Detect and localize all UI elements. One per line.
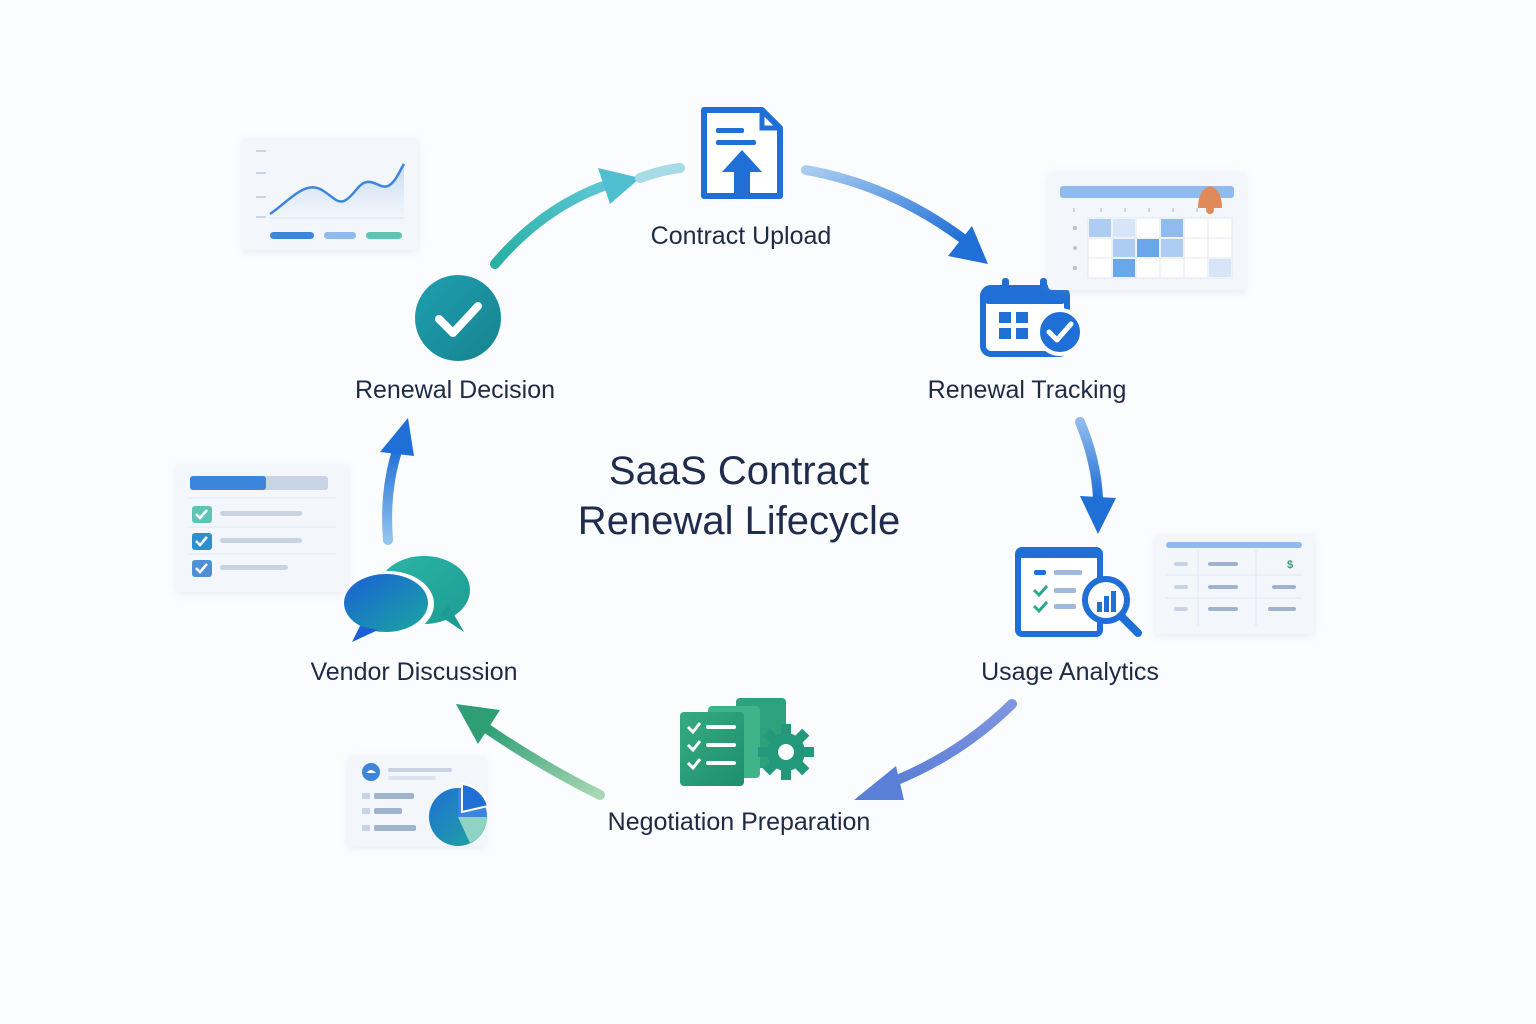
stage-label-renewal-tracking: Renewal Tracking [927,376,1127,404]
checklist-card [176,464,348,592]
usage-table-card: $ [1155,534,1314,634]
arrow-analytics-to-negotiation [854,699,1017,800]
stage-label-contract-upload: Contract Upload [650,222,832,250]
calendar-check-icon [980,278,1084,357]
arrow-decision-to-upload [490,163,685,269]
stage-label-renewal-decision: Renewal Decision [354,376,556,404]
stage-label-negotiation-preparation: Negotiation Preparation [607,808,871,836]
bell-icon [1198,186,1222,214]
document-upload-icon [701,107,783,199]
title-line-2: Renewal Lifecycle [577,499,901,543]
arrow-tracking-to-analytics [1075,417,1116,534]
calendar-grid-card [1048,172,1246,290]
title-line-1: SaaS Contract [608,449,870,493]
diagram-title: SaaS Contract Renewal Lifecycle [578,446,900,546]
chat-bubbles-icon [342,556,470,642]
arrow-upload-to-tracking [801,165,988,264]
currency-symbol: $ [1287,559,1293,571]
arrow-negotiation-to-vendor [456,704,605,800]
report-magnifier-icon [1015,547,1142,637]
stage-label-vendor-discussion: Vendor Discussion [310,658,518,686]
arrow-vendor-to-decision [380,418,414,545]
trend-chart-card [242,138,418,250]
checklist-gear-icon [680,698,814,786]
stage-label-usage-analytics: Usage Analytics [981,658,1159,686]
pie-chart-card [348,756,490,846]
check-circle-icon [415,275,501,361]
